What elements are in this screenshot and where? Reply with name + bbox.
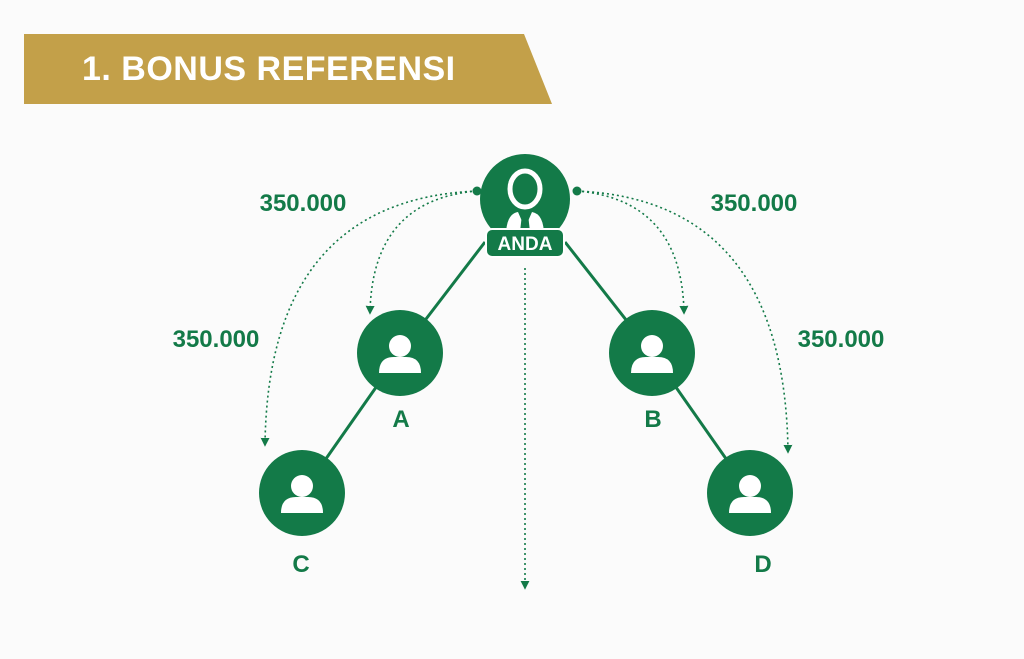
page-title: 1. BONUS REFERENSI: [82, 50, 456, 88]
node-b: [609, 310, 695, 396]
flow-arrow-to-b: [576, 190, 689, 315]
node-you-label: ANDA: [498, 234, 553, 255]
node-b-label: B: [644, 406, 661, 433]
flow-arrow-to-c: [260, 190, 478, 447]
node-a-label: A: [392, 406, 409, 433]
node-c-label: C: [292, 551, 309, 578]
flow-origin-right: [572, 186, 582, 196]
bonus-amount-c: 350.000: [173, 326, 260, 353]
title-banner: 1. BONUS REFERENSI: [24, 34, 552, 104]
node-a: [357, 310, 443, 396]
bonus-amount-d: 350.000: [798, 326, 885, 353]
bonus-amount-a: 350.000: [260, 190, 347, 217]
bonus-amount-b: 350.000: [711, 190, 798, 217]
bonus-flow-arrows: [260, 190, 793, 590]
node-c: [259, 450, 345, 536]
flow-origin-left: [472, 186, 482, 196]
node-d: [707, 450, 793, 536]
flow-arrow-to-a: [365, 190, 478, 315]
flow-arrow-to-d: [576, 190, 793, 454]
node-you: ANDA: [480, 154, 570, 258]
node-d-label: D: [754, 551, 771, 578]
you-label-badge: [485, 228, 565, 258]
